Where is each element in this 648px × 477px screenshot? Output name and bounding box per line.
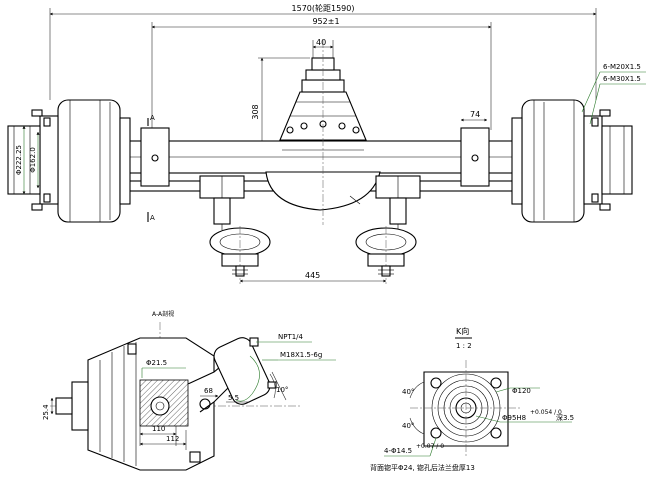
left-spring-seat	[140, 127, 170, 187]
pipe-thread-label: NPT1/4	[278, 333, 304, 341]
flange	[410, 360, 522, 458]
k-view-title: K向	[456, 326, 469, 336]
bracket-width-dimension: 74	[460, 110, 488, 122]
angle-top-label: 40°	[402, 388, 414, 396]
differential-housing	[265, 40, 381, 225]
pilot-depth-label: 深3.5	[556, 413, 574, 422]
section-view-title: A-A剖视	[152, 310, 174, 318]
top-view: 1570(轮距1590) 952±1 40 308 74	[7, 3, 646, 284]
k-view-note: 背面锪平Φ24, 锪孔后法兰盘厚13	[370, 463, 475, 472]
right-brake-chamber	[355, 175, 421, 284]
bolt-hole-2	[490, 377, 502, 389]
dim-55-label: 5.5	[228, 394, 239, 402]
holes-callout: 4-Φ14.5 +0.07 / 0	[384, 437, 444, 457]
dim-112: 112	[139, 430, 187, 450]
diff-height-label: 308	[251, 104, 260, 119]
k-view: K向 1 : 2 40° 40°	[370, 326, 574, 472]
diff-height-dimension: 308	[251, 57, 310, 146]
dim-55: 5.5	[226, 394, 250, 403]
center-width-dimension: 952±1	[151, 17, 492, 130]
right-spring-seat	[460, 127, 490, 187]
left-brake-drum	[7, 99, 131, 223]
left-brake-chamber	[199, 175, 271, 284]
overall-width-dimension: 1570(轮距1590)	[49, 3, 597, 100]
chamber-spacing-label: 445	[305, 271, 320, 280]
outer-diameter-callout: Φ120	[495, 387, 540, 395]
bracket-width-label: 74	[470, 110, 480, 119]
pipe-thread-callout: NPT1/4	[256, 333, 312, 343]
dim-68-label: 68	[204, 387, 213, 395]
bolt-thread-label: M18X1.5-6g	[280, 351, 322, 359]
dim-254: 25.4	[42, 397, 54, 420]
thread-callouts: 6-M20X1.5 6-M30X1.5	[581, 63, 646, 125]
hub-diameter-dimensions: Φ222.25 Φ162.0	[15, 125, 40, 195]
hub-diameter-large-label: Φ222.25	[15, 145, 23, 175]
flange-width-label: 40	[316, 38, 326, 47]
section-mark-bottom: A	[150, 214, 155, 222]
section-view: A-A剖视 Φ21.5	[42, 310, 336, 471]
bore-diameter-label: Φ21.5	[146, 359, 167, 367]
pilot-diameter-callout: Φ95H8 +0.054 / 0 深3.5	[475, 409, 574, 423]
bolt-hole-1	[430, 377, 442, 389]
angle-dimension: 10°	[269, 371, 288, 401]
holes-label: 4-Φ14.5	[384, 447, 412, 455]
dim-254-label: 25.4	[42, 404, 50, 420]
right-brake-drum	[511, 99, 633, 223]
angle-bottom-label: 40°	[402, 422, 414, 430]
bore-diameter-dimension: Φ21.5	[141, 359, 186, 378]
overall-width-label: 1570(轮距1590)	[292, 3, 355, 13]
dim-110-label: 110	[152, 425, 165, 433]
bolt-hole-4	[490, 427, 502, 439]
pilot-tol-label: +0.054 / 0	[530, 409, 562, 416]
hub-flange	[71, 381, 89, 431]
angle-bottom-dimension: 40°	[402, 417, 425, 435]
section-mark: A A	[147, 114, 155, 222]
k-view-scale: 1 : 2	[456, 342, 472, 350]
bolt-thread-callout: M18X1.5-6g	[262, 351, 336, 361]
thread-2-label: 6-M30X1.5	[603, 75, 641, 83]
center-width-label: 952±1	[312, 17, 339, 26]
angle-top-dimension: 40°	[402, 381, 425, 399]
thread-1-label: 6-M20X1.5	[603, 63, 641, 71]
pin-hole	[199, 398, 211, 410]
angle-label: 10°	[276, 386, 288, 394]
dim-112-label: 112	[166, 435, 179, 443]
outer-diameter-label: Φ120	[512, 387, 531, 395]
holes-tol-label: +0.07 / 0	[416, 443, 444, 450]
pilot-diameter-label: Φ95H8	[502, 414, 526, 422]
dim-68: 68	[200, 387, 219, 398]
chamber-spacing-dimension: 445	[239, 271, 387, 283]
hub-diameter-small-label: Φ162.0	[29, 147, 37, 173]
section-mark-top: A	[150, 114, 155, 122]
